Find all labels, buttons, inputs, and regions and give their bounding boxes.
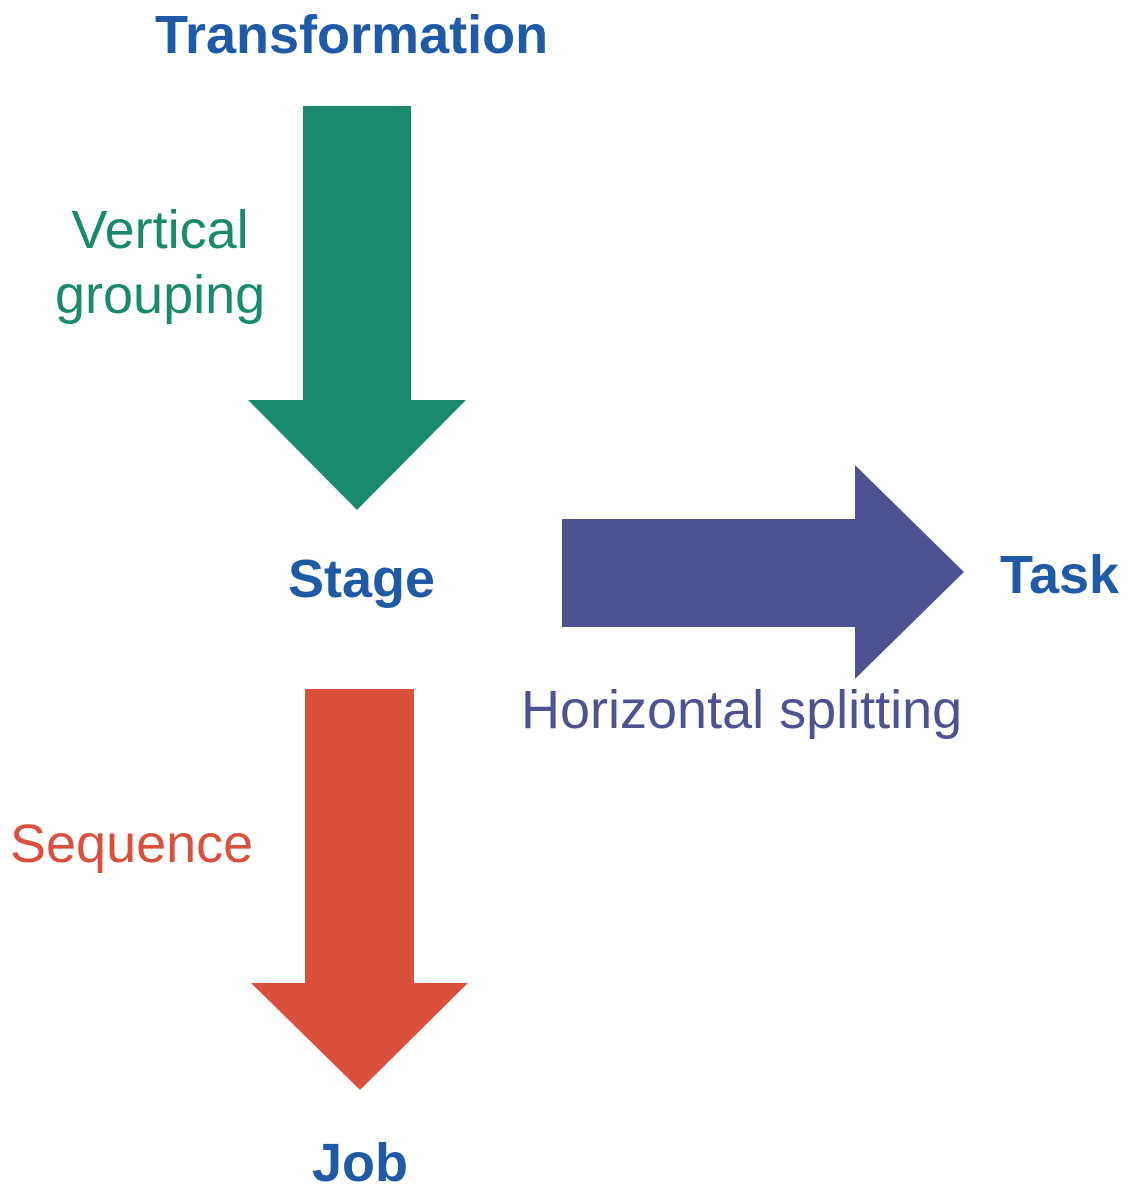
node-transformation: Transformation: [155, 5, 549, 65]
node-task: Task: [1000, 545, 1120, 605]
node-stage: Stage: [288, 549, 436, 609]
vertical-grouping-label-line1: Vertical: [71, 200, 249, 260]
sequence-label: Sequence: [10, 814, 254, 874]
horizontal-splitting-label: Horizontal splitting: [521, 680, 963, 740]
vertical-grouping-label-line2: grouping: [55, 264, 266, 325]
horizontal-splitting-arrow: [562, 465, 964, 679]
sequence-arrow: [251, 689, 468, 1090]
node-job: Job: [312, 1133, 409, 1193]
vertical-grouping-label: Vertical grouping: [55, 198, 265, 328]
vertical-grouping-arrow: [248, 106, 466, 510]
